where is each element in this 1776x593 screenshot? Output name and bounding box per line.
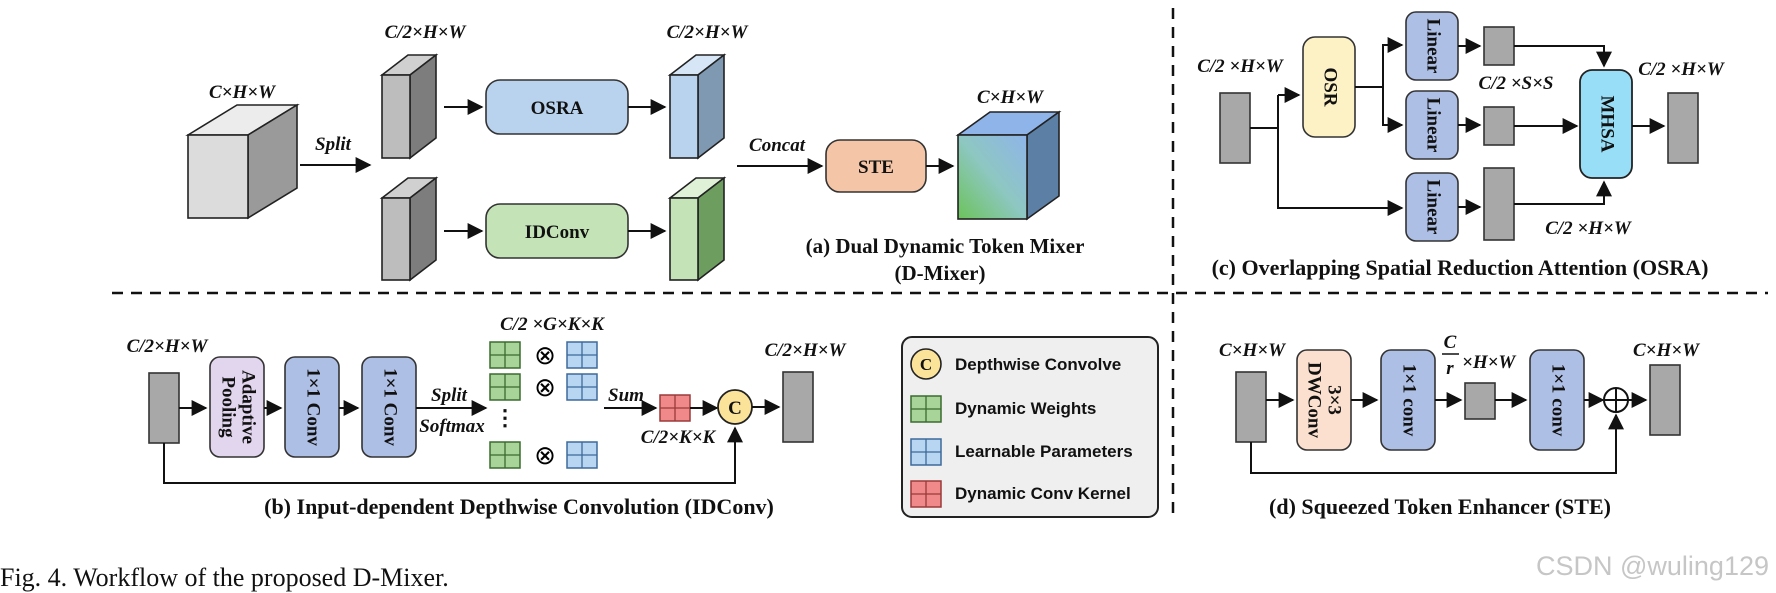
otimes-symbol: ⊗	[534, 373, 556, 403]
ste-output-dim-label: C×H×W	[1633, 340, 1700, 361]
output-dim-label: C×H×W	[977, 87, 1044, 108]
linear-label-2: Linear	[1423, 98, 1444, 153]
split-b-label: Split	[431, 385, 468, 406]
dynamic-conv-kernel-cell	[659, 394, 691, 422]
idconv-label: IDConv	[525, 222, 590, 243]
pool-label-line1: Adaptive	[238, 370, 259, 444]
idconv-output-slab	[667, 176, 727, 282]
legend-learnable: Learnable Parameters	[955, 442, 1133, 461]
bottom-gray-slab	[379, 176, 439, 282]
figure-caption: Fig. 4. Workflow of the proposed D-Mixer…	[0, 563, 449, 592]
panel-a-caption-line2: (D-Mixer)	[895, 261, 986, 285]
osra-input-dim-label: C/2 ×H×W	[1197, 56, 1284, 77]
kernel-dim-label: C/2×K×K	[641, 427, 717, 448]
mid-den: r	[1446, 358, 1454, 379]
learnable-param-cell	[566, 341, 598, 369]
legend-kernel: Dynamic Conv Kernel	[955, 484, 1131, 503]
idconv-output-dim-label: C/2×H×W	[765, 340, 847, 361]
idconv-output-tensor	[782, 371, 814, 443]
legend-red-cell	[910, 480, 942, 508]
ste-output-tensor	[1649, 364, 1681, 436]
mid-num: C	[1444, 332, 1457, 353]
key-tensor	[1483, 26, 1515, 66]
output-cube	[955, 110, 1062, 221]
osra-skip-to-value	[1277, 128, 1404, 216]
concat-label: Concat	[749, 135, 806, 156]
dynamic-weight-cell	[489, 441, 521, 469]
osr-to-linear-v	[1382, 87, 1404, 133]
panel-d-caption: (d) Squeezed Token Enhancer (STE)	[1269, 494, 1611, 519]
conv1-label: 1×1 Conv	[303, 368, 324, 446]
sum-label: Sum	[608, 385, 644, 406]
dwconv-label-line1: 3×3	[1324, 385, 1345, 415]
input-dim-label: C×H×W	[209, 82, 276, 103]
otimes-symbol: ⊗	[534, 341, 556, 371]
c-circle-label: C	[728, 398, 742, 419]
top-dim-out-label: C/2×H×W	[667, 22, 749, 43]
otimes-symbol: ⊗	[534, 441, 556, 471]
linear-label-3: Linear	[1423, 180, 1444, 235]
softmax-label: Softmax	[419, 416, 485, 437]
query-tensor	[1483, 167, 1515, 241]
arrow-key-to-mhsa	[1514, 45, 1612, 68]
mhsa-label: MHSA	[1597, 96, 1618, 153]
ste-mid-tensor	[1464, 382, 1496, 420]
ste-conv1-label: 1×1 conv	[1399, 364, 1420, 437]
ste-conv2-label: 1×1 conv	[1548, 364, 1569, 437]
legend-dynamic-weights: Dynamic Weights	[955, 399, 1096, 418]
osra-input-branch	[1250, 95, 1279, 129]
osra-output-tensor	[1667, 92, 1699, 164]
panel-a-caption-line1: (a) Dual Dynamic Token Mixer	[806, 234, 1085, 258]
legend-c-letter: C	[920, 355, 932, 374]
watermark: CSDN @wuling129	[1536, 551, 1769, 581]
conv2-label: 1×1 Conv	[380, 368, 401, 446]
learnable-param-cell	[566, 441, 598, 469]
dynamic-weight-cell	[489, 373, 521, 401]
idconv-input-dim-label: C/2×H×W	[127, 336, 209, 357]
legend: C Depthwise Convolve Dynamic Weights Lea…	[901, 336, 1159, 518]
linear-label-1: Linear	[1423, 19, 1444, 74]
pool-label-line2: Pooling	[218, 376, 239, 438]
osra-output-slab	[667, 53, 727, 160]
value-tensor	[1483, 106, 1515, 146]
panel-c-caption: (c) Overlapping Spatial Reduction Attent…	[1212, 255, 1709, 280]
osr-to-linear-k	[1355, 37, 1404, 88]
ste-skip-connection	[1250, 413, 1624, 474]
panel-b: C/2×H×W Adaptive Pooling 1×1 Conv 1×1 Co…	[127, 314, 847, 519]
osra-label: OSRA	[531, 98, 584, 119]
ste-input-dim-label: C×H×W	[1219, 340, 1286, 361]
reduced-dim-label: C/2 ×S×S	[1479, 73, 1554, 94]
panel-d: C×H×W 3×3 DWConv 1×1 conv C r ×H×W 1×1 c…	[1219, 332, 1700, 519]
ste-label: STE	[858, 157, 894, 178]
value-dim-label: C/2 ×H×W	[1545, 218, 1632, 239]
top-gray-slab	[379, 53, 439, 160]
mhsa-block	[1579, 69, 1633, 179]
input-cube	[185, 103, 300, 220]
top-dim-in-label: C/2×H×W	[385, 22, 467, 43]
weights-dots: ⋮	[494, 405, 516, 430]
legend-depthwise: Depthwise Convolve	[955, 355, 1121, 374]
panel-b-caption: (b) Input-dependent Depthwise Convolutio…	[264, 494, 774, 519]
osr-label: OSR	[1320, 67, 1341, 106]
idconv-input-tensor	[148, 372, 180, 444]
legend-c-icon	[910, 348, 942, 380]
split-label: Split	[315, 134, 352, 155]
legend-box	[901, 336, 1159, 518]
arrow-query-to-mhsa	[1514, 180, 1612, 205]
osra-input-tensor	[1219, 92, 1251, 164]
panel-c: C/2 ×H×W OSR Linear Linear Linear C/2 ×S…	[1197, 11, 1725, 280]
learnable-param-cell	[566, 373, 598, 401]
dynamic-weight-cell	[489, 341, 521, 369]
ste-input-tensor	[1235, 371, 1267, 443]
weights-dim-label: C/2 ×G×K×K	[500, 314, 605, 335]
panel-a: C×H×W Split C/2×H×W OSRA IDConv C	[185, 22, 1085, 285]
idconv-skip-connection	[163, 426, 743, 484]
legend-blue-cell	[910, 438, 942, 466]
dwconv-label-line2: DWConv	[1304, 362, 1325, 439]
legend-green-cell	[910, 395, 942, 423]
osra-output-dim-label: C/2 ×H×W	[1638, 59, 1725, 80]
mid-rest: ×H×W	[1462, 352, 1516, 373]
